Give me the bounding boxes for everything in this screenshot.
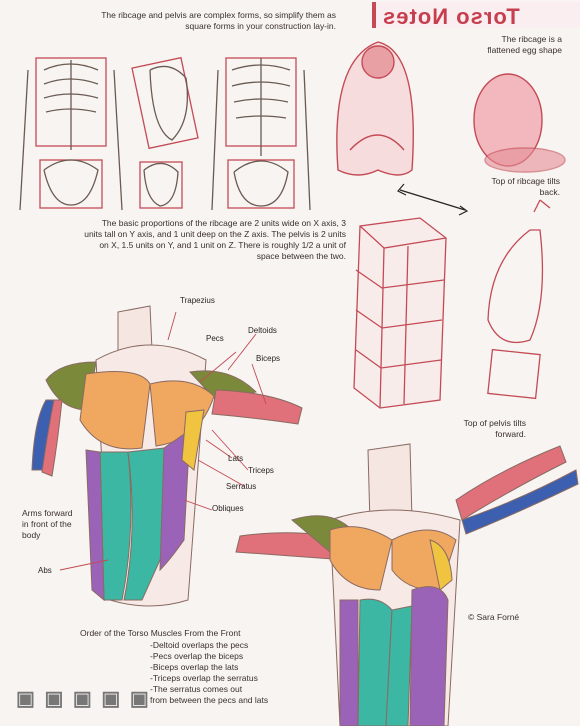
back-torso-drawing	[235, 443, 579, 726]
label-obliques: Obliques	[212, 504, 244, 513]
label-deltoids: Deltoids	[248, 326, 277, 335]
order-items-text: -Deltoid overlaps the pecs -Pecs overlap…	[150, 640, 269, 705]
label-biceps: Biceps	[256, 354, 281, 363]
arm-note-text: Arms forward in front of the body	[22, 508, 73, 540]
label-triceps: Triceps	[248, 466, 274, 475]
front-torso-drawing	[31, 305, 303, 607]
label-pecs: Pecs	[206, 334, 224, 343]
watermark-logo: ▣ ▣ ▣ ▣ ▣	[16, 688, 151, 710]
credit-text: © Sara Forné	[468, 612, 520, 622]
label-lats: Lats	[228, 454, 244, 463]
label-leader-lines	[59, 311, 267, 571]
ribcage-side-sketch	[487, 199, 551, 400]
ribcage-dome-drawing	[336, 41, 414, 176]
tilt-arrow	[397, 183, 469, 216]
skeleton-back-figure	[211, 57, 311, 211]
ribcage-pelvis-intro-text: The ribcage and pelvis are complex forms…	[101, 10, 336, 31]
label-serratus: Serratus	[226, 482, 257, 491]
top-pelvis-text: Top of pelvis tilts forward.	[463, 418, 526, 439]
ribcage-shape-text: The ribcage is a flattened egg shape	[487, 34, 562, 55]
label-trapezius: Trapezius	[180, 296, 215, 305]
order-heading-text: Order of the Torso Muscles From the Fron…	[80, 628, 241, 638]
skeleton-front-figure	[19, 57, 123, 211]
proportions-text: The basic proportions of the ribcage are…	[84, 218, 346, 261]
title-banner: Torso Notes	[372, 2, 580, 29]
label-abs: Abs	[38, 566, 52, 575]
egg-shape-drawing	[473, 73, 566, 173]
box-construction-drawing	[353, 217, 447, 409]
skeleton-side-figure	[131, 56, 199, 209]
top-ribcage-text: Top of ribcage tilts back.	[491, 176, 560, 197]
